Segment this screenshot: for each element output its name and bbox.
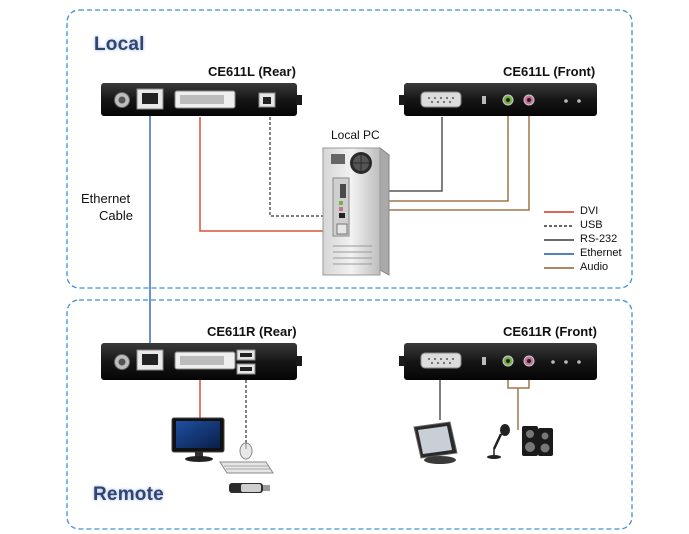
legend-swatches (544, 211, 574, 269)
legend-usb-label: USB (580, 219, 603, 231)
touch-monitor-icon (413, 421, 458, 464)
legend-audio-label: Audio (580, 261, 609, 273)
ce611l-rear-label: CE611L (Rear) (208, 64, 296, 79)
usb-drive-icon (229, 483, 270, 493)
ce611r-rear-unit (101, 343, 302, 380)
mouse-icon (239, 442, 253, 460)
ethernet-cable-label-line2: Cable (99, 208, 133, 223)
local-pc-label: Local PC (331, 128, 380, 142)
ce611l-front-label: CE611L (Front) (503, 64, 596, 79)
pc-tower-icon (321, 146, 391, 276)
keyboard-icon (219, 461, 274, 474)
ce611r-rear-label: CE611R (Rear) (207, 324, 297, 339)
ce611l-rear-unit (101, 83, 302, 116)
legend-rs232-label: RS-232 (580, 233, 618, 245)
dvi-cable-local (199, 117, 336, 232)
remote-section-title: Remote (93, 484, 164, 505)
ethernet-cable-label-line1: Ethernet (81, 191, 131, 206)
monitor-icon (171, 417, 225, 462)
usb-cable-local (269, 112, 340, 217)
speakers-icon (522, 426, 553, 456)
ce611r-front-label: CE611R (Front) (503, 324, 597, 339)
microphone-icon (487, 424, 510, 459)
audio-cable-local-2 (346, 107, 530, 211)
audio-cable-local-1 (346, 107, 509, 202)
ce611l-front-unit (399, 83, 597, 116)
ce611r-front-unit (399, 343, 597, 380)
legend-dvi-label: DVI (580, 205, 599, 217)
local-section-title: Local (94, 34, 145, 55)
legend-ethernet-label: Ethernet (580, 247, 622, 259)
